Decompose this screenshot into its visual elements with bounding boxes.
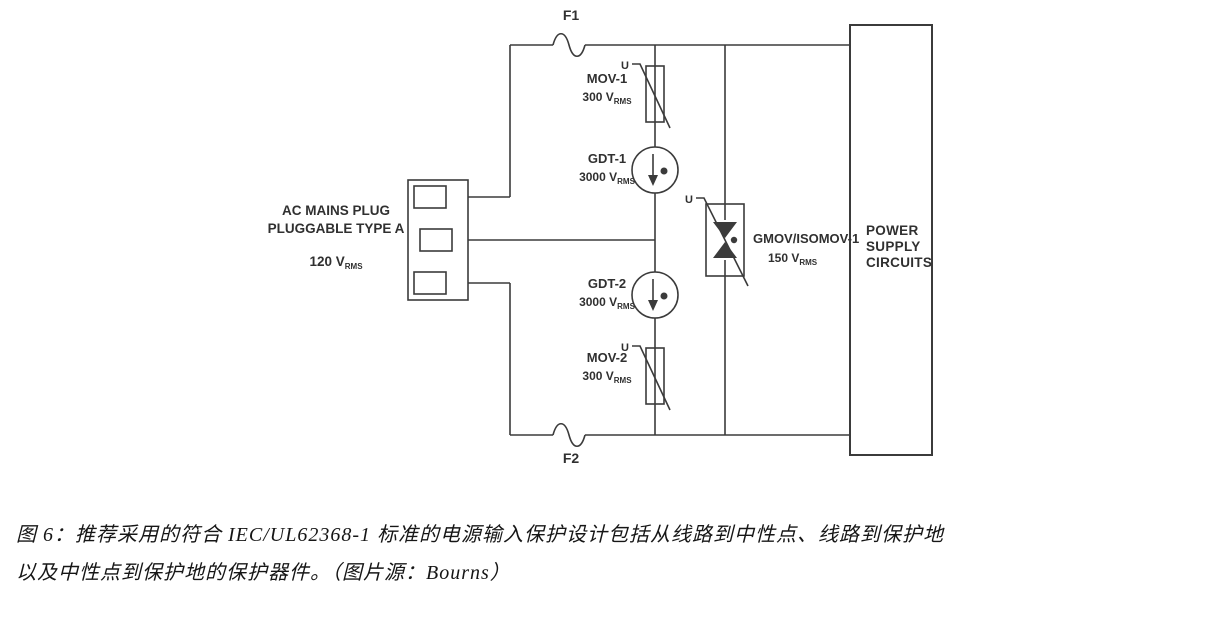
fuse-f2-label: F2 xyxy=(563,450,580,466)
gmov-diagonal xyxy=(696,197,749,287)
mov1-body xyxy=(645,65,665,123)
gmov-u-label: U xyxy=(685,194,693,206)
plug-terminal-top xyxy=(413,185,447,209)
power-supply-line1: POWER xyxy=(866,223,919,238)
fuse-f2-symbol xyxy=(552,422,586,448)
plug-terminal-middle xyxy=(419,228,453,252)
gdt2-arrow-head xyxy=(648,300,658,311)
plug-title-line1: AC MAINS PLUG xyxy=(282,203,390,218)
figure-caption: 图 6：推荐采用的符合 IEC/UL62368-1 标准的电源输入保护设计包括从… xyxy=(16,516,1196,592)
power-supply-line3: CIRCUITS xyxy=(866,255,932,270)
plug-title-line2: PLUGGABLE TYPE A xyxy=(268,221,405,236)
gmov-electrode-bottom xyxy=(713,242,737,258)
mov2-symbol: U xyxy=(621,342,671,411)
gdt2-symbol xyxy=(631,271,679,319)
circuit-diagram: AC MAINS PLUG PLUGGABLE TYPE A 120 VRMS … xyxy=(268,7,933,466)
gdt1-gas-dot xyxy=(660,167,668,175)
mov2-rating: 300 VRMS xyxy=(582,369,632,385)
mov1-u-label: U xyxy=(621,60,629,72)
mov1-name: MOV-1 xyxy=(587,71,627,86)
mov2-name: MOV-2 xyxy=(587,350,627,365)
gdt1-symbol xyxy=(631,146,679,194)
fuse-f1-label: F1 xyxy=(563,7,580,23)
gmov-gas-dot xyxy=(730,236,738,244)
gdt1-body xyxy=(631,146,679,194)
power-supply-box xyxy=(849,24,933,456)
caption-line-2: 以及中性点到保护地的保护器件。（图片源：Bourns） xyxy=(16,562,511,584)
gdt1-rating: 3000 VRMS xyxy=(579,170,635,186)
mov1-symbol: U xyxy=(621,60,671,129)
gdt2-body xyxy=(631,271,679,319)
gmov-electrode-top xyxy=(713,222,737,238)
plug-terminal-bottom xyxy=(413,271,447,295)
gmov-rating: 150 VRMS xyxy=(768,251,818,267)
mov1-rating: 300 VRMS xyxy=(582,90,632,106)
power-supply-line2: SUPPLY xyxy=(866,239,921,254)
mov2-u-label: U xyxy=(621,342,629,354)
gdt2-rating: 3000 VRMS xyxy=(579,295,635,311)
mov2-diagonal xyxy=(632,345,671,411)
gdt1-arrow-head xyxy=(648,175,658,186)
mov2-body xyxy=(645,347,665,405)
caption-line-1: 图 6：推荐采用的符合 IEC/UL62368-1 标准的电源输入保护设计包括从… xyxy=(16,524,944,546)
plug-body xyxy=(407,179,469,301)
fuse-f1-symbol xyxy=(552,32,586,58)
gdt1-name: GDT-1 xyxy=(588,151,626,166)
gmov-symbol: U xyxy=(685,194,749,287)
gdt2-gas-dot xyxy=(660,292,668,300)
mov1-diagonal xyxy=(632,63,671,129)
ac-plug-symbol xyxy=(407,179,469,301)
gmov-name: GMOV/ISOMOV-1 xyxy=(753,231,859,246)
plug-voltage: 120 VRMS xyxy=(309,254,363,271)
gdt2-name: GDT-2 xyxy=(588,276,626,291)
